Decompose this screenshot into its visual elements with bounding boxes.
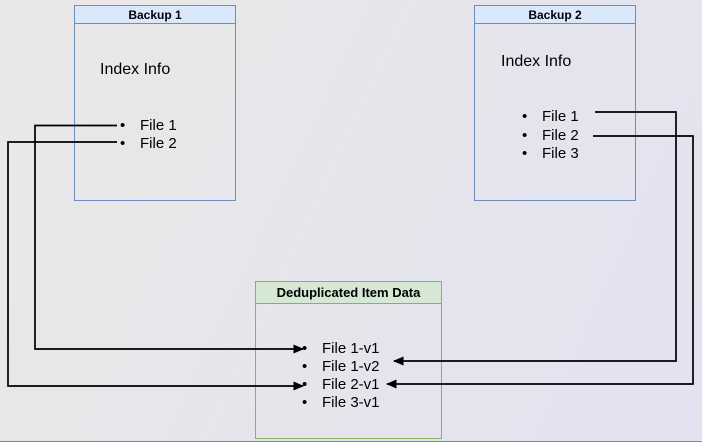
bullet-icon: • <box>522 108 528 125</box>
list-item: • File 2 <box>522 127 579 146</box>
bullet-icon: • <box>522 145 528 162</box>
bullet-icon: • <box>120 134 126 152</box>
bullet-icon: • <box>302 340 308 357</box>
list-item: • File 2 <box>120 135 177 153</box>
backup1-file-list: • File 1 • File 2 <box>120 117 177 152</box>
list-item-label: File 3 <box>542 145 579 162</box>
window-bottom-edge <box>0 440 702 442</box>
list-item-label: File 2 <box>542 126 579 144</box>
bullet-icon: • <box>120 117 126 134</box>
list-item: • File 1-v2 <box>302 358 380 376</box>
list-item: • File 2-v1 <box>302 376 380 394</box>
bullet-icon: • <box>302 376 308 393</box>
list-item: • File 3 <box>522 145 579 164</box>
list-item-label: File 3-v1 <box>322 394 380 411</box>
bullet-icon: • <box>302 358 308 375</box>
dedup-item-list: • File 1-v1 • File 1-v2 • File 2-v1 • File 3-v1 <box>302 340 380 412</box>
backup2-title: Backup 2 <box>475 6 635 24</box>
list-item: • File 1-v1 <box>302 340 380 358</box>
backup2-box[interactable]: Backup 2 <box>474 5 636 201</box>
list-item: • File 1 <box>120 117 177 135</box>
list-item-label: File 1-v2 <box>322 358 380 375</box>
backup1-box[interactable]: Backup 1 <box>74 5 236 201</box>
bullet-icon: • <box>302 394 308 411</box>
list-item-label: File 2-v1 <box>322 376 380 393</box>
backup2-file-list: • File 1 • File 2 • File 3 <box>522 108 579 164</box>
backup1-title: Backup 1 <box>75 6 235 24</box>
list-item-label: File 1 <box>140 117 177 134</box>
list-item: • File 3-v1 <box>302 394 380 412</box>
bullet-icon: • <box>522 126 528 144</box>
dedup-title: Deduplicated Item Data <box>256 282 441 304</box>
list-item-label: File 1 <box>542 108 579 125</box>
list-item: • File 1 <box>522 108 579 127</box>
list-item-label: File 1-v1 <box>322 340 380 357</box>
backup1-index-info-label: Index Info <box>100 61 171 78</box>
list-item-label: File 2 <box>140 134 177 152</box>
backup2-index-info-label: Index Info <box>501 53 572 70</box>
